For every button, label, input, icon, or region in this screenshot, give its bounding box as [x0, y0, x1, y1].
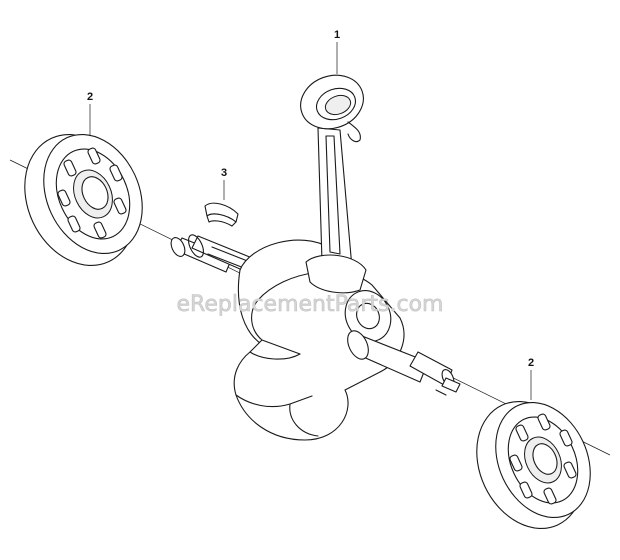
- callout-label-3: 3: [221, 167, 227, 179]
- callout-1: 1: [334, 29, 340, 74]
- watermark: eReplacementParts.com: [177, 292, 444, 317]
- crankshaft[interactable]: [168, 233, 461, 441]
- bearing-right[interactable]: [457, 384, 608, 546]
- bearing-left[interactable]: [4, 116, 161, 283]
- callout-label-2-left: 2: [87, 91, 93, 103]
- callout-2-left: 2: [87, 91, 93, 136]
- callout-label-2-right: 2: [528, 357, 534, 369]
- woodruff-key[interactable]: [204, 202, 239, 227]
- callout-2-right: 2: [528, 357, 534, 400]
- callout-label-1: 1: [334, 29, 340, 41]
- callout-3: 3: [221, 167, 227, 200]
- connecting-rod[interactable]: [293, 67, 371, 294]
